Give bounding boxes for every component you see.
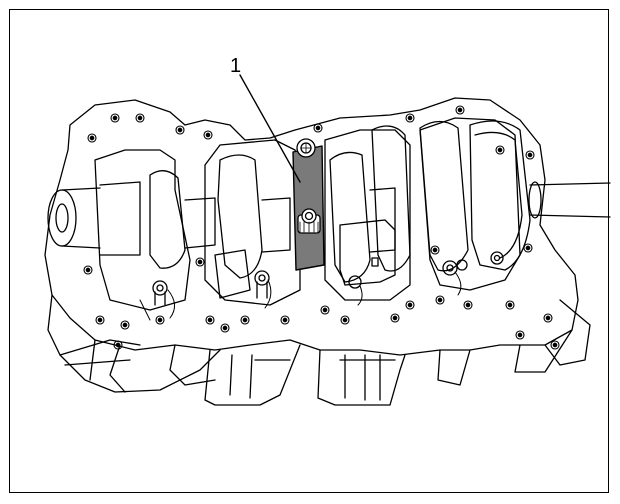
callout-1-label: 1 — [230, 55, 241, 77]
bearing-caps — [214, 219, 396, 299]
special-tool-highlight — [292, 138, 325, 271]
cap-bolts — [152, 251, 504, 306]
thin-lines — [139, 271, 462, 321]
crankshaft — [47, 120, 611, 283]
bolt-holes — [83, 105, 560, 350]
callout-1-leader-line — [239, 74, 301, 183]
callout-1: 1 — [230, 55, 301, 183]
engine-block-outline — [44, 97, 591, 406]
